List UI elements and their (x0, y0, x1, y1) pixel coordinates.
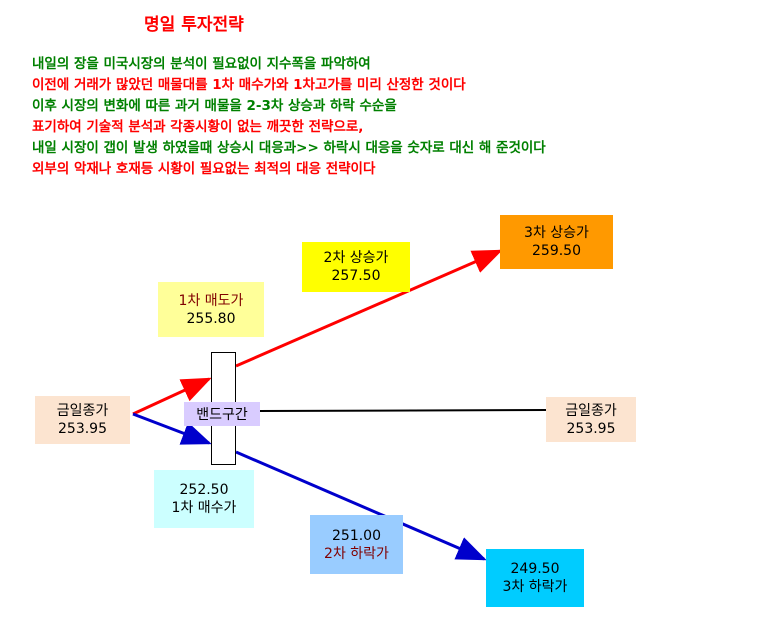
description-line-3: 이후 시장의 변화에 따른 과거 매물을 2-3차 상승과 하락 수순을 (32, 98, 397, 114)
node-today-close-left: 금일종가 253.95 (35, 396, 130, 444)
node-value: 253.95 (566, 420, 616, 437)
node-fall-2: 251.00 2차 하락가 (310, 515, 403, 574)
node-rise-3: 3차 상승가 259.50 (500, 215, 613, 269)
description-block: 내일의 장을 미국시장의 분석이 필요없이 지수폭을 파악하여 이전에 거래가 … (32, 54, 546, 180)
node-label: 1차 매도가 (178, 292, 244, 309)
node-value: 251.00 (332, 527, 381, 544)
description-line-2: 이전에 거래가 많았던 매물대를 1차 매수가와 1차고가를 미리 산정한 것이… (32, 77, 466, 93)
node-value: 259.50 (532, 243, 581, 259)
node-label: 금일종가 (565, 402, 617, 419)
node-label: 3차 하락가 (502, 579, 568, 595)
node-label: 1차 매수가 (171, 500, 237, 516)
node-value: 253.95 (58, 421, 107, 437)
node-label: 3차 상승가 (524, 225, 589, 241)
node-sell-1: 1차 매도가 255.80 (158, 282, 264, 337)
description-line-1: 내일의 장을 미국시장의 분석이 필요없이 지수폭을 파악하여 (32, 56, 371, 72)
band-range-label: 밴드구간 (184, 402, 260, 426)
node-value: 249.50 (510, 561, 560, 577)
node-value: 257.50 (331, 268, 381, 284)
flat-line (258, 409, 547, 412)
fall-arrow-long (235, 450, 487, 561)
node-label: 금일종가 (56, 403, 109, 419)
node-rise-2: 2차 상승가 257.50 (302, 242, 410, 292)
node-label: 2차 하락가 (324, 545, 389, 562)
node-label: 2차 상승가 (323, 250, 389, 266)
description-line-6: 외부의 악재나 호재등 시황이 필요없는 최적의 대응 전략이다 (32, 161, 376, 177)
page-title: 명일 투자전략 (144, 15, 244, 35)
rise-arrow-long (235, 249, 503, 368)
node-value: 255.80 (186, 310, 236, 327)
rise-arrow-short (132, 377, 212, 416)
description-line-5: 내일 시장이 갭이 발생 하였을때 상승시 대응과>> 하락시 대응을 숫자로 … (32, 140, 546, 156)
node-fall-3: 249.50 3차 하락가 (486, 549, 584, 607)
node-value: 252.50 (179, 482, 229, 498)
description-line-4: 표기하여 기술적 분석과 각종시황이 없는 깨끗한 전략으로, (32, 119, 364, 135)
fall-arrow-short (132, 412, 212, 445)
node-today-close-right: 금일종가 253.95 (546, 397, 636, 442)
node-buy-1: 252.50 1차 매수가 (154, 470, 254, 528)
